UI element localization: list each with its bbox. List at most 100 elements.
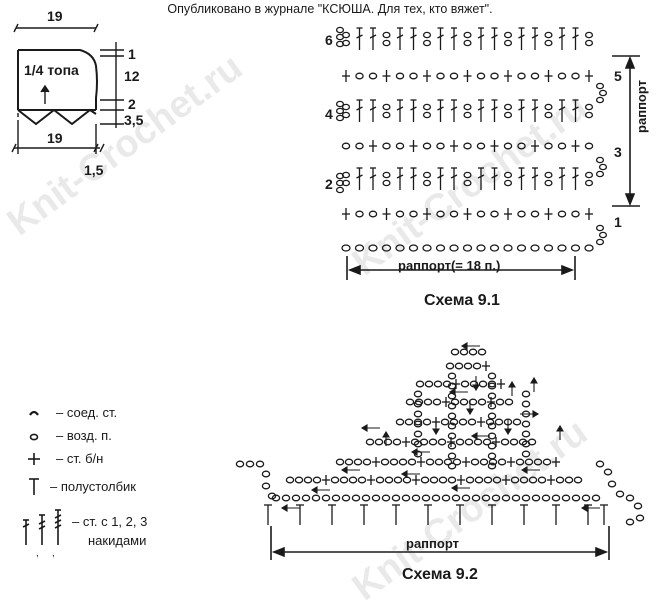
chain-stitch [635, 514, 645, 522]
chain-stitch [487, 462, 497, 470]
double-crochet [518, 167, 525, 190]
single-crochet [544, 70, 553, 82]
direction-arrow [472, 376, 480, 392]
double-crochet [356, 167, 363, 190]
chain-stitch [371, 494, 381, 502]
single-crochet [457, 475, 465, 485]
chain-stitch [432, 398, 442, 406]
chain-stitch [429, 476, 439, 484]
double-crochet [518, 99, 525, 122]
bottom-width-label: 19 [47, 130, 63, 146]
single-crochet [531, 140, 539, 152]
chain-stitch [503, 103, 513, 111]
double-crochet [558, 99, 566, 122]
chain-stitch [447, 402, 457, 410]
chain-stitch [330, 476, 340, 484]
chain-stitch [368, 244, 378, 252]
row-number-6: 6 [325, 32, 333, 48]
turning-chain [335, 33, 345, 41]
chain-stitch [544, 179, 553, 187]
svg-text:,: , [52, 548, 55, 559]
chain-stitch [382, 142, 391, 150]
chain-stitch [503, 39, 513, 47]
chain-stitch [483, 476, 493, 484]
double-crochet [450, 99, 458, 122]
chain-stitch [537, 476, 547, 484]
turning-chain [598, 89, 608, 97]
chain-stitch [438, 476, 448, 484]
chain-stitch [395, 142, 405, 150]
chain-stitch [441, 494, 451, 502]
chain-stitch [541, 494, 551, 502]
row-number-3: 3 [614, 144, 622, 160]
direction-arrow [504, 420, 512, 436]
chain-stitch [384, 476, 394, 484]
chain-stitch [382, 31, 391, 39]
chain-stitch [413, 390, 423, 398]
double-crochet [477, 27, 485, 50]
chain-stitch [463, 111, 472, 119]
chain-stitch [595, 460, 605, 468]
chain-stitch [459, 398, 469, 406]
chain-stitch [543, 244, 554, 252]
chain-stitch [581, 494, 591, 502]
chain-stitch [454, 362, 464, 370]
scheme-9-2-title: Схема 9.2 [402, 566, 478, 583]
half-double-crochet [520, 504, 528, 525]
double-crochet [437, 27, 444, 50]
chain-stitch [551, 494, 561, 502]
chain-stitch [383, 438, 393, 446]
direction-arrow [530, 376, 538, 392]
chain-stitch [557, 210, 567, 218]
chain-stitch [413, 430, 423, 438]
chain-stitch [447, 442, 457, 450]
turning-chain [595, 82, 605, 90]
chain-stitch [557, 72, 567, 80]
legend-slip-stitch: – соед. ст. [56, 405, 118, 420]
direction-arrow [360, 424, 380, 432]
chain-stitch [516, 244, 527, 252]
chain-stitch [447, 452, 457, 460]
half-double-crochet [456, 504, 464, 525]
chain-stitch [311, 494, 321, 502]
chain-stitch [389, 458, 399, 466]
dim-2-label: 2 [128, 96, 136, 112]
half-double-crochet [600, 504, 608, 525]
chain-stitch [463, 103, 472, 111]
chain-stitch [382, 39, 391, 47]
chain-stitch [584, 142, 594, 150]
chain-stitch [447, 462, 457, 470]
horizontal-repeat-arrow [346, 256, 576, 280]
chain-stitch [381, 494, 391, 502]
half-double-crochet [488, 504, 496, 525]
single-crochet [442, 397, 450, 407]
repeat-arrow [270, 526, 610, 560]
chain-stitch [463, 179, 472, 187]
top-width-label: 19 [47, 8, 63, 24]
chain-stitch [487, 402, 497, 410]
chain-stitch [420, 476, 430, 484]
chain-stitch [555, 476, 565, 484]
chain-stitch [413, 440, 423, 448]
double-crochet [437, 167, 444, 190]
chain-stitch [494, 418, 504, 426]
chain-stitch [409, 72, 418, 80]
chain-stitch [395, 418, 405, 426]
single-crochet [544, 208, 553, 220]
double-crochet [491, 167, 498, 190]
chain-stitch [368, 72, 378, 80]
chain-stitch [436, 142, 445, 150]
chain-stitch [478, 380, 488, 388]
chain-stitch [447, 382, 457, 390]
chain-stitch [341, 244, 351, 252]
half-double-crochet [424, 504, 432, 525]
chain-stitch [402, 476, 412, 484]
single-crochet [372, 457, 380, 467]
chain-stitch [492, 476, 502, 484]
vertical-repeat-arrow [612, 55, 640, 207]
chain-stitch [584, 39, 594, 47]
chain-stitch [353, 458, 363, 466]
chain-stitch [519, 476, 529, 484]
chain-stitch [362, 458, 372, 466]
half-double-crochet [328, 504, 336, 525]
